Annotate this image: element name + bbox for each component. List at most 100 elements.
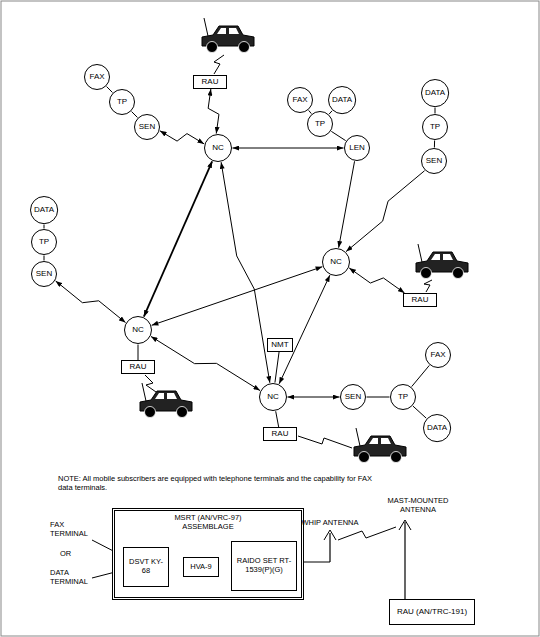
vehicle-window (155, 393, 177, 399)
node-text: FAX (430, 350, 445, 359)
link-line (434, 140, 435, 147)
switch-circle: TP (390, 384, 416, 410)
annotation-label: DATA TERMINAL (50, 568, 96, 586)
switch-circle: SEN (31, 261, 57, 287)
node-text: LEN (349, 143, 365, 152)
circle-outline (423, 414, 450, 441)
node-text: SEN (139, 122, 155, 131)
switch-circle: SEN (340, 384, 366, 410)
switch-circle: SEN (421, 148, 447, 174)
circle-outline (345, 136, 370, 161)
circle-outline (423, 115, 448, 140)
radio-link (56, 281, 126, 323)
circle-outline (125, 317, 152, 344)
switch-circle: DATA (423, 414, 451, 442)
node-text: DATA (332, 95, 352, 104)
equipment-box: RAU (121, 360, 155, 374)
node-text: FAX (89, 72, 104, 81)
annotation-label: WHIP ANTENNA (290, 518, 370, 527)
radio-link (151, 336, 260, 390)
switch-circle: DATA (30, 196, 58, 224)
circle-outline (30, 196, 57, 223)
assemblage-box: MSRT (AN/VRC-97) ASSEMBLAGE DSVT KY-68 HVA… (112, 508, 304, 600)
radio-link (346, 171, 425, 252)
node-text: NC (330, 257, 342, 266)
node-text: TP (398, 392, 408, 401)
switch-circle: LEN (344, 135, 370, 161)
switch-circle: FAX (287, 87, 313, 113)
node-text: HVA-9 (188, 563, 214, 572)
vehicle-wheel (207, 42, 218, 53)
node-text: TP (39, 237, 49, 246)
node-text: NC (267, 392, 279, 401)
link-line (309, 110, 312, 113)
link-line (435, 108, 436, 114)
switch-circle: NC (259, 383, 287, 411)
circle-outline (205, 135, 232, 162)
equipment-box: NMT (267, 338, 293, 351)
node-text: NC (212, 143, 224, 152)
switch-circle: NC (204, 134, 232, 162)
link-line (339, 161, 355, 247)
radio-link (208, 89, 219, 134)
vehicle-antenna (418, 244, 422, 262)
annotation-label: FAX TERMINAL (50, 520, 96, 538)
equipment-box: RAU (AN/TRC-191) (389, 599, 475, 625)
link-line (275, 352, 279, 383)
vehicle-wheel (391, 452, 402, 463)
node-text: TP (430, 122, 440, 131)
circle-outline (32, 230, 57, 255)
switch-circle: FAX (84, 64, 110, 90)
node-text: SEN (36, 269, 52, 278)
link-line (152, 267, 323, 326)
vehicle-wheel (177, 407, 188, 418)
link-line (288, 397, 340, 398)
link-line (412, 365, 430, 386)
vehicle-wheel (453, 268, 464, 279)
circle-outline (135, 115, 160, 140)
circle-outline (288, 88, 313, 113)
switch-circle: TP (109, 89, 135, 115)
node-text: RAU (AN/TRC-191) (397, 607, 467, 616)
vehicle-wheel (145, 407, 156, 418)
mast-antenna-tip (399, 520, 411, 530)
link-line (279, 275, 330, 384)
vehicle-antenna (142, 383, 146, 401)
node-text: SEN (426, 156, 442, 165)
vehicle-wheel (359, 452, 370, 463)
equipment-box: RAU (263, 427, 297, 441)
radio-link (160, 131, 204, 144)
node-text: MSRT (AN/VRC-97) ASSEMBLAGE (152, 514, 264, 531)
switch-circle: TP (422, 114, 448, 140)
vehicle-illustration (416, 244, 468, 279)
equipment-box: RAU (403, 293, 437, 307)
switch-circle: NC (124, 316, 152, 344)
link-line (107, 87, 113, 93)
switch-circle: TP (31, 229, 57, 255)
equipment-box: RAU (193, 75, 227, 89)
vehicle-window (369, 438, 391, 444)
vehicle-illustration (202, 18, 254, 53)
component-box: DSVT KY-68 (123, 547, 169, 587)
vehicle-antenna (204, 18, 208, 36)
node-text: DATA (34, 205, 54, 214)
whip-antenna-tip (324, 530, 336, 540)
circle-outline (308, 112, 333, 137)
component-box: HVA-9 (183, 557, 219, 577)
vehicle-illustration (140, 383, 192, 418)
link-line (367, 397, 390, 398)
mast-antenna (404, 522, 405, 599)
annotation-label: MAST-MOUNTED ANTENNA (378, 496, 458, 514)
circle-outline (260, 384, 287, 411)
switch-circle: NC (322, 248, 350, 276)
vehicle-window (217, 28, 239, 34)
link-line (276, 411, 279, 427)
link-line (44, 225, 45, 229)
switch-circle: TP (307, 111, 333, 137)
switch-circle: DATA (421, 79, 449, 107)
artwork (92, 18, 468, 599)
node-text: FAX (292, 95, 307, 104)
vehicle-wheel (239, 42, 250, 53)
